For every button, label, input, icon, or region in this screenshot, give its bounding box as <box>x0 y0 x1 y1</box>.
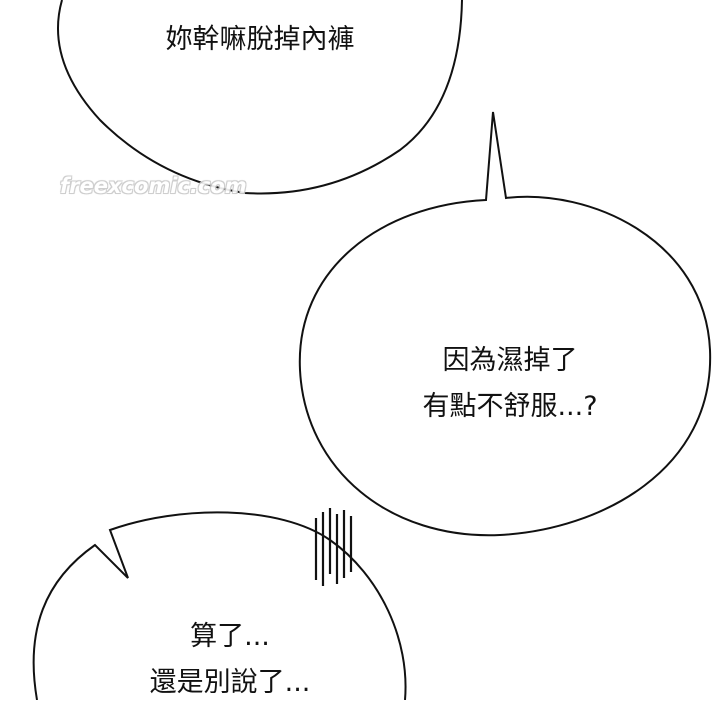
speech-bubble-top <box>57 0 463 195</box>
dialogue-line: 算了... <box>190 621 270 652</box>
tension-lines <box>314 508 353 586</box>
dialogue-text-right: 因為濕掉了 有點不舒服...? <box>360 338 660 430</box>
dialogue-line: 妳幹嘛脫掉內褲 <box>165 24 355 55</box>
dialogue-line: 因為濕掉了 <box>442 345 578 376</box>
dialogue-line: 有點不舒服...? <box>422 391 598 422</box>
dialogue-line: 還是別說了... <box>149 667 311 698</box>
dialogue-text-top: 妳幹嘛脫掉內褲 <box>100 20 420 60</box>
site-watermark: freexcomic.com <box>60 174 247 198</box>
dialogue-text-bottom: 算了... 還是別說了... <box>90 614 370 706</box>
speech-bubble-bottom <box>32 511 407 700</box>
speech-bubble-right <box>298 111 712 537</box>
